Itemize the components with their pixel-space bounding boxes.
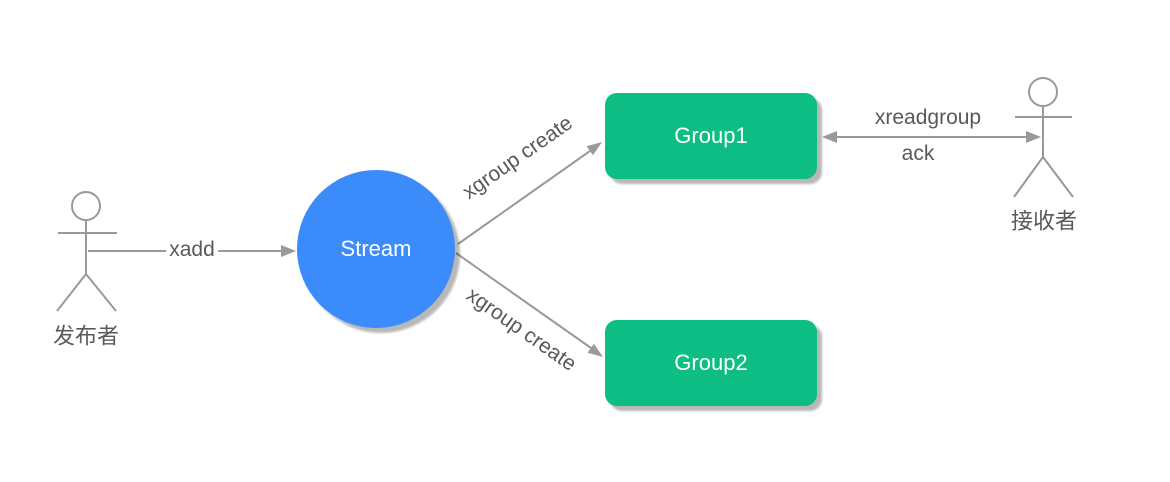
xgroup-create-bottom-arrow — [455, 252, 603, 357]
group2-node: Group2 — [605, 320, 817, 406]
receiver-actor-label: 接收者 — [1010, 208, 1078, 234]
xreadgroup-edge-label: xreadgroup — [874, 105, 982, 129]
publisher-right-leg — [85, 273, 117, 312]
publisher-actor-label: 发布者 — [52, 323, 120, 349]
publisher-head — [71, 191, 101, 221]
publisher-left-leg — [56, 273, 87, 312]
xreadgroup-ack-right-arrowhead-icon — [1026, 131, 1041, 143]
stream-node: Stream — [297, 170, 455, 328]
ack-edge-label: ack — [901, 141, 935, 165]
group2-node-label: Group2 — [674, 350, 748, 375]
xgroup-create-bottom-line — [455, 252, 592, 349]
xadd-edge-label: xadd — [166, 237, 218, 263]
xreadgroup-ack-left-arrowhead-icon — [822, 131, 837, 143]
publisher-actor-figure — [56, 191, 117, 312]
receiver-left-leg — [1013, 156, 1044, 198]
group1-node-label: Group1 — [674, 123, 748, 148]
xgroup-create-top-arrow — [457, 142, 602, 245]
receiver-actor-figure — [1013, 77, 1074, 198]
xgroup-create-top-line — [457, 150, 591, 245]
group1-node: Group1 — [605, 93, 817, 179]
xadd-arrowhead-icon — [281, 245, 296, 257]
xgroup-create-bottom-arrowhead-icon — [587, 343, 603, 357]
receiver-head — [1028, 77, 1058, 107]
xgroup-create-top-arrowhead-icon — [586, 142, 602, 156]
xreadgroup-ack-arrow — [822, 131, 1041, 143]
stream-node-label: Stream — [340, 236, 412, 261]
receiver-right-leg — [1042, 156, 1074, 198]
